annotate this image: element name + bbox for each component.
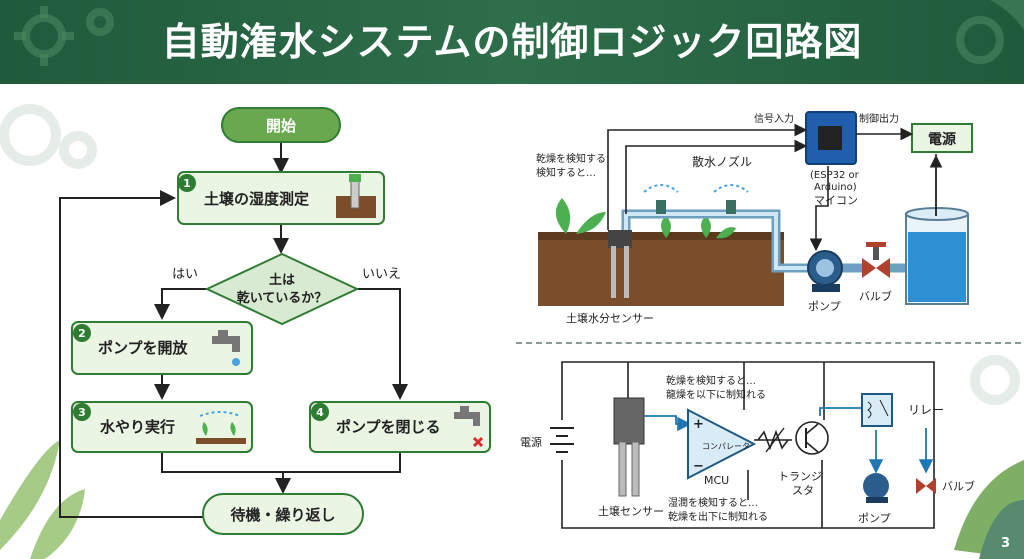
start-label: 開始: [266, 117, 296, 135]
comparator-label: コンパレータ: [702, 442, 750, 451]
svg-text:2: 2: [78, 327, 86, 340]
potentiometer-icon: [757, 429, 789, 451]
svg-text:検知すると…: 検知すると…: [536, 166, 596, 179]
soil-sensor-probe-icon: [613, 397, 645, 497]
pump-label: ポンプ: [808, 300, 841, 313]
relay-icon: [861, 393, 893, 427]
circuit-power-label: 電源: [520, 435, 542, 449]
sprinkler-nozzle-icon: [656, 200, 736, 214]
step-watering-label: 水やり実行: [100, 418, 175, 436]
step-open-pump-label: ポンプを開放: [98, 339, 189, 357]
section-divider: [516, 342, 1021, 344]
faucet-icon: [212, 330, 240, 366]
pump-icon: [863, 473, 889, 499]
battery-icon: [550, 427, 574, 453]
power-box: [911, 123, 973, 153]
no-label: いいえ: [362, 267, 401, 282]
circuit-sensor-label: 土壌センサー: [598, 505, 664, 518]
circuit-pump-label: ポンプ: [858, 512, 891, 525]
mcu-label: MCU: [704, 474, 729, 487]
plant-icon: [555, 198, 736, 239]
start-node: [221, 107, 341, 143]
wait-label: 待機・繰り返し: [230, 506, 335, 524]
circuit-diagram: 電源 土壌センサー + − コンパレータ MCU トランジ スタ リレー ポンプ…: [520, 361, 975, 529]
svg-text:+: +: [693, 417, 704, 432]
yes-label: はい: [172, 267, 198, 282]
step-badge: [73, 403, 91, 421]
svg-text:龍燥を以下に制知れる: 龍燥を以下に制知れる: [666, 388, 766, 401]
step-badge: [178, 174, 196, 192]
step-measure-box: [177, 171, 385, 225]
comparator-icon: [687, 408, 757, 480]
wait-node: [202, 493, 364, 535]
relay-label: リレー: [908, 403, 944, 417]
valve-icon: [862, 242, 890, 278]
svg-text:湿潤を検知すると…: 湿潤を検知すると…: [668, 496, 758, 509]
step-badge: [311, 403, 329, 421]
step-badge: [73, 324, 91, 342]
svg-text:乾燥を出下に制知れる: 乾燥を出下に制知れる: [668, 510, 768, 523]
step-open-pump-box: [71, 321, 253, 375]
svg-text:−: −: [693, 459, 704, 474]
gear-decoration-icon: [14, 0, 1024, 66]
control-out-label: 制御出力: [859, 112, 899, 125]
decision-line1: 土は: [269, 272, 295, 288]
svg-text:4: 4: [316, 406, 324, 419]
circuit-valve-label: バルブ: [942, 479, 975, 493]
svg-text:スタ: スタ: [792, 484, 814, 497]
page-number: 3: [1000, 536, 1010, 551]
valve-icon: [916, 478, 936, 494]
step-measure-label: 土壌の湿度測定: [204, 190, 309, 208]
decision-line2: 乾いているか？: [237, 290, 328, 306]
flowchart: 開始 1 土壌の湿度測定 土は 乾いているか？ はい いいえ 2 ポンプを開放 …: [59, 107, 491, 535]
mcu-label: マイコン: [814, 194, 858, 207]
svg-text:3: 3: [78, 406, 86, 419]
power-label: 電源: [928, 131, 956, 148]
svg-text:(ESP32 or: (ESP32 or: [810, 170, 860, 181]
svg-text:乾燥を検知する: 乾燥を検知する: [536, 152, 606, 165]
page-title: 自動潅水システムの制御ロジック回路図: [161, 20, 863, 64]
svg-text:1: 1: [183, 177, 191, 190]
soil-moisture-sensor-icon: [608, 230, 632, 298]
microcontroller-icon: [805, 111, 857, 165]
svg-text:Arduino): Arduino): [814, 182, 857, 193]
sprinkler-icon: [196, 411, 246, 444]
step-close-pump-box: [309, 401, 491, 453]
faucet-closed-icon: [454, 406, 484, 448]
system-diagram: 乾燥を検知する 検知すると… 土壌水分センサー 散水ノズル ポンプ バルブ (E…: [536, 111, 973, 325]
sensor-label: 土壌水分センサー: [566, 312, 654, 325]
decision-diamond: [204, 252, 360, 326]
step-close-pump-label: ポンプを閉じる: [336, 418, 441, 436]
header-banner: 自動潅水システムの制御ロジック回路図: [0, 0, 1024, 84]
valve-label: バルブ: [859, 289, 892, 303]
nozzle-label: 散水ノズル: [692, 154, 752, 169]
soil-sensor-icon: [336, 174, 376, 218]
soil-ground: [538, 236, 784, 306]
signal-in-label: 信号入力: [754, 112, 794, 125]
transistor-icon: [795, 421, 829, 455]
svg-text:トランジ: トランジ: [778, 470, 822, 483]
water-tank-icon: [905, 207, 969, 305]
svg-text:乾燥を検知すると…: 乾燥を検知すると…: [666, 374, 756, 387]
